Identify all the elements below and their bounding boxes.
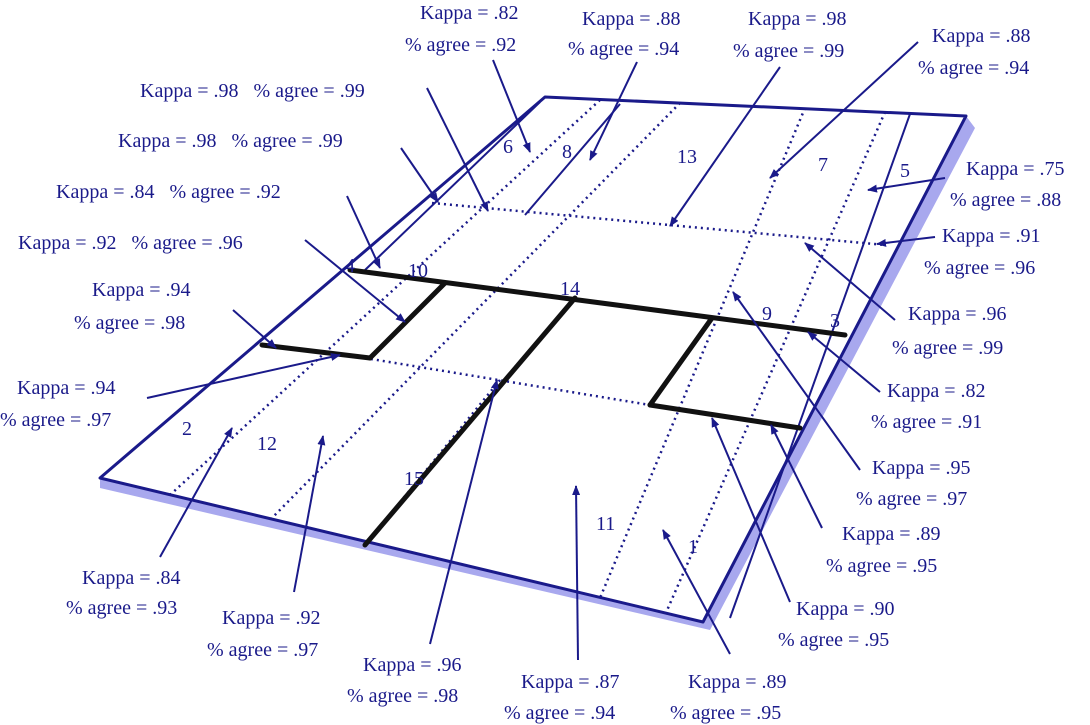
annotation-right-3: Kappa = .96 % agree = .99 xyxy=(892,303,1006,359)
annotation-right-lower-net: Kappa = .89 % agree = .95 xyxy=(826,523,940,577)
annotation-court-left-sideline-top: Kappa = .98 % agree = .99 xyxy=(140,80,365,102)
agree-value: % agree = .95 xyxy=(670,702,781,724)
kappa-value: Kappa = .75 xyxy=(966,158,1064,180)
kappa-value: Kappa = .95 xyxy=(872,457,970,479)
kappa-value: Kappa = .94 xyxy=(92,279,190,301)
annotations: Kappa = .98 % agree = .99 Kappa = .82 % … xyxy=(0,2,1064,724)
zone-number-8: 8 xyxy=(562,141,572,163)
agree-value: % agree = .98 xyxy=(74,312,185,334)
annotation-court-13: Kappa = .98 % agree = .99 xyxy=(733,8,846,62)
annotation-court-8: Kappa = .88 % agree = .94 xyxy=(568,8,680,60)
agree-value: % agree = .94 xyxy=(918,57,1029,79)
kappa-value: Kappa = .91 xyxy=(942,225,1040,247)
kappa-value: Kappa = .84 xyxy=(82,567,180,589)
annotation-left-net: Kappa = .94 % agree = .98 xyxy=(74,279,190,334)
agree-value: % agree = .97 xyxy=(207,639,318,661)
kappa-value: Kappa = .94 xyxy=(17,377,115,399)
kappa-value: Kappa = .96 xyxy=(363,654,461,676)
zone-numbers: 1 2 3 4 5 6 7 8 9 10 11 12 13 14 15 xyxy=(182,136,910,558)
annotation-left-service-top: Kappa = .98 % agree = .99 xyxy=(118,130,343,152)
leader-arrows xyxy=(146,41,946,661)
kappa-value: Kappa = .96 xyxy=(908,303,1006,325)
kappa-value: Kappa = .89 xyxy=(688,671,786,693)
solid-lines xyxy=(364,101,911,619)
agree-value: % agree = .99 xyxy=(253,80,364,102)
agree-value: % agree = .92 xyxy=(169,181,280,203)
annotation-left-4: Kappa = .84 % agree = .92 xyxy=(56,181,281,203)
annotation-bottom-2: Kappa = .84 % agree = .93 xyxy=(66,567,180,619)
annotation-left-10: Kappa = .92 % agree = .96 xyxy=(18,232,243,254)
agree-value: % agree = .98 xyxy=(347,685,458,707)
zone-number-5: 5 xyxy=(900,160,910,182)
agree-value: % agree = .91 xyxy=(871,411,982,433)
annotation-bottom-15: Kappa = .96 % agree = .98 xyxy=(347,654,461,707)
dotted-lines xyxy=(169,99,887,616)
annotation-right-service-line: Kappa = .91 % agree = .96 xyxy=(924,225,1040,279)
agree-value: % agree = .99 xyxy=(231,130,342,152)
agree-value: % agree = .96 xyxy=(924,257,1035,279)
court-outline xyxy=(98,95,968,624)
zone-number-13: 13 xyxy=(677,146,697,168)
zone-number-12: 12 xyxy=(257,433,277,455)
kappa-value: Kappa = .92 xyxy=(222,607,320,629)
agree-value: % agree = .92 xyxy=(405,34,516,56)
zone-number-1: 1 xyxy=(688,536,698,558)
agree-value: % agree = .88 xyxy=(950,189,1061,211)
kappa-value: Kappa = .87 xyxy=(521,671,619,693)
svg-text:Kappa = .92 % agree =: Kappa = .92 % agree = .96 xyxy=(18,232,243,254)
zone-number-7: 7 xyxy=(818,154,828,176)
zone-number-14: 14 xyxy=(560,278,580,300)
annotation-left-service-bottom: Kappa = .94 % agree = .97 xyxy=(0,377,115,431)
kappa-value: Kappa = .84 xyxy=(56,181,154,203)
zone-number-4: 4 xyxy=(345,255,355,277)
svg-text:Kappa = .84 % agree =: Kappa = .84 % agree = .92 xyxy=(56,181,281,203)
zone-number-11: 11 xyxy=(596,513,615,535)
kappa-value: Kappa = .82 xyxy=(420,2,518,24)
kappa-value: Kappa = .98 xyxy=(140,80,238,102)
annotation-right-net: Kappa = .95 % agree = .97 xyxy=(856,457,970,510)
annotation-bottom-12: Kappa = .92 % agree = .97 xyxy=(207,607,320,661)
agree-value: % agree = .95 xyxy=(778,629,889,651)
svg-text:Kappa = .98 % agree =: Kappa = .98 % agree = .99 xyxy=(140,80,365,102)
kappa-value: Kappa = .92 xyxy=(18,232,116,254)
kappa-value: Kappa = .82 xyxy=(887,380,985,402)
svg-text:Kappa = .98 % agree =: Kappa = .98 % agree = .99 xyxy=(118,130,343,152)
kappa-value: Kappa = .90 xyxy=(796,598,894,620)
zone-number-10: 10 xyxy=(408,260,428,282)
zone-number-9: 9 xyxy=(762,303,772,325)
kappa-value: Kappa = .88 xyxy=(932,25,1030,47)
annotation-bottom-1: Kappa = .89 % agree = .95 xyxy=(670,671,786,724)
kappa-value: Kappa = .88 xyxy=(582,8,680,30)
zone-number-15: 15 xyxy=(404,468,424,490)
agree-value: % agree = .99 xyxy=(892,337,1003,359)
agree-value: % agree = .97 xyxy=(0,409,111,431)
agree-value: % agree = .96 xyxy=(131,232,242,254)
annotation-bottom-11: Kappa = .87 % agree = .94 xyxy=(504,671,619,724)
agree-value: % agree = .99 xyxy=(733,40,844,62)
thick-lines xyxy=(259,267,848,548)
annotation-court-5: Kappa = .75 % agree = .88 xyxy=(950,158,1064,211)
agree-value: % agree = .94 xyxy=(568,38,679,60)
annotation-bottom-right-1: Kappa = .90 % agree = .95 xyxy=(778,598,894,651)
zone-number-3: 3 xyxy=(830,310,840,332)
agree-value: % agree = .95 xyxy=(826,555,937,577)
annotation-right-9: Kappa = .82 % agree = .91 xyxy=(871,380,985,433)
agree-value: % agree = .97 xyxy=(856,488,967,510)
kappa-value: Kappa = .98 xyxy=(118,130,216,152)
kappa-value: Kappa = .98 xyxy=(748,8,846,30)
annotation-court-6: Kappa = .82 % agree = .92 xyxy=(405,2,518,56)
kappa-value: Kappa = .89 xyxy=(842,523,940,545)
annotation-court-7: Kappa = .88 % agree = .94 xyxy=(918,25,1030,79)
agree-value: % agree = .93 xyxy=(66,597,177,619)
zone-number-6: 6 xyxy=(503,136,513,158)
agree-value: % agree = .94 xyxy=(504,702,615,724)
zone-number-2: 2 xyxy=(182,418,192,440)
